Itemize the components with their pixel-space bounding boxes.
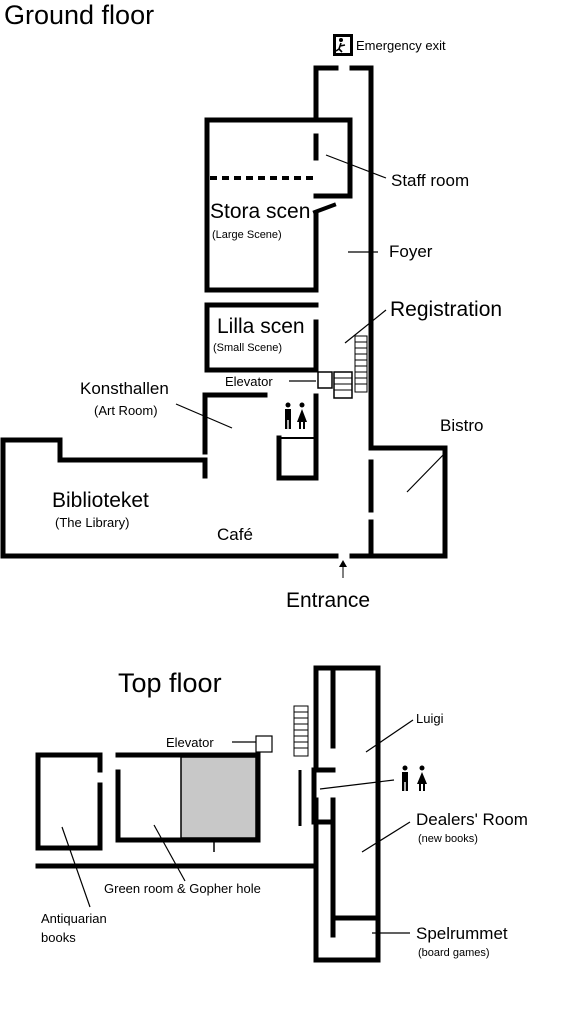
bistro-label: Bistro — [440, 416, 484, 435]
ground-floor-title: Ground floor — [4, 0, 155, 30]
spelrummet-label: Spelrummet — [416, 924, 508, 943]
stora-scen-label: Stora scen — [210, 200, 311, 223]
konsthallen-label: Konsthallen — [80, 379, 169, 398]
lilla-scen-label: Lilla scen — [217, 315, 305, 338]
emergency-exit-icon — [333, 34, 353, 56]
restroom-icon — [285, 402, 307, 429]
new-books-label: (new books) — [418, 833, 478, 845]
top-leader-lines — [61, 719, 414, 934]
top-floor-title: Top floor — [118, 668, 222, 698]
staff-room-label: Staff room — [391, 171, 470, 190]
board-games-label: (board games) — [418, 947, 490, 959]
art-room-label: (Art Room) — [94, 403, 158, 418]
green-room-label: Green room & Gopher hole — [104, 881, 261, 896]
dealers-room-label: Dealers' Room — [416, 810, 528, 829]
elevator-label: Elevator — [225, 374, 273, 389]
foyer-label: Foyer — [389, 242, 433, 261]
entrance-label: Entrance — [286, 589, 371, 612]
cafe-label: Café — [217, 525, 253, 544]
ground-floor-fine-lines — [210, 176, 318, 439]
top-restroom-icon — [402, 765, 427, 791]
antiquarian-label-line2: books — [41, 930, 76, 945]
the-library-label: (The Library) — [55, 515, 130, 530]
top-floor-fine-lines — [213, 735, 302, 852]
entrance-arrow — [339, 560, 347, 578]
luigi-label: Luigi — [416, 711, 444, 726]
large-scene-label: (Large Scene) — [212, 229, 282, 241]
small-scene-label: (Small Scene) — [213, 342, 283, 354]
top-stairs-icon — [293, 705, 309, 757]
registration-label: Registration — [390, 298, 503, 321]
biblioteket-label: Biblioteket — [52, 489, 149, 512]
top-elevator-label: Elevator — [166, 735, 214, 750]
ground-floor-walls — [0, 65, 448, 559]
stairs-icon — [317, 335, 368, 399]
top-floor-walls — [35, 665, 381, 963]
emergency-exit-label: Emergency exit — [356, 38, 446, 53]
antiquarian-label-line1: Antiquarian — [41, 911, 107, 926]
ground-leader-lines — [175, 154, 447, 493]
shaded-room — [180, 756, 257, 839]
